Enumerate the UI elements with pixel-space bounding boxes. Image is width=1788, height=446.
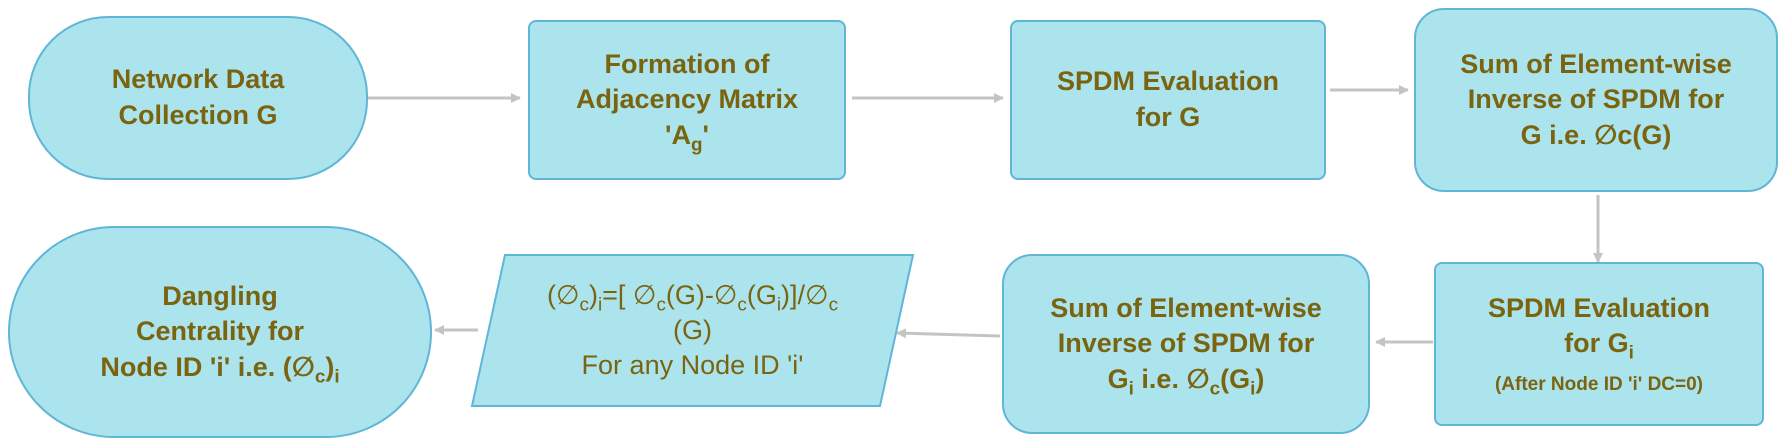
collection-line-2: Collection G: [118, 100, 278, 130]
spdm-gi-line-2: for Gi: [1564, 328, 1634, 365]
arrow-sum-gi-to-formula: [896, 328, 1001, 339]
adjacency-line-1: Formation of: [604, 48, 770, 79]
adjacency-matrix-node: Formation of Adjacency Matrix 'Ag': [528, 20, 846, 180]
formula-line-2: (G): [673, 314, 712, 345]
sum-gi-line-3: Gi i.e. ∅c(Gi): [1107, 363, 1265, 400]
formula-line-3: For any Node ID 'i': [581, 350, 804, 381]
spdm-gi-line-1: SPDM Evaluation: [1487, 292, 1711, 323]
collection-line-1: Network Data: [111, 64, 285, 95]
spdm-g-line-1: SPDM Evaluation: [1056, 66, 1280, 97]
dangling-line-2: Centrality for: [135, 316, 305, 347]
formula-line-1: (∅c)i=[ ∅c(G)-∅c(Gi)]/∅c: [546, 279, 839, 316]
sum-gi-line-1: Sum of Element-wise: [1050, 292, 1322, 323]
sum-g-line-1: Sum of Element-wise: [1460, 48, 1732, 79]
dangling-line-3: Node ID 'i' i.e. (∅c)i: [100, 351, 340, 388]
spdm-evaluation-g-node: SPDM Evaluation for G: [1010, 20, 1326, 180]
spdm-evaluation-gi-node: SPDM Evaluation for Gi (After Node ID 'i…: [1434, 262, 1764, 426]
spdm-gi-note: (After Node ID 'i' DC=0): [1494, 374, 1704, 396]
parallelogram-shape: [470, 254, 915, 407]
formula-parallelogram-node: (∅c)i=[ ∅c(G)-∅c(Gi)]/∅c (G) For any Nod…: [470, 253, 915, 408]
sum-inverse-spdm-g-node: Sum of Element-wise Inverse of SPDM for …: [1414, 8, 1778, 192]
sum-inverse-spdm-gi-node: Sum of Element-wise Inverse of SPDM for …: [1002, 254, 1370, 434]
dangling-centrality-node: Dangling Centrality for Node ID 'i' i.e.…: [8, 226, 432, 438]
network-data-collection-node: Network Data Collection G: [28, 16, 368, 180]
adjacency-line-3: 'Ag': [665, 119, 709, 156]
sum-g-line-3: G i.e. ∅c(G): [1520, 119, 1672, 150]
sum-g-line-2: Inverse of SPDM for: [1467, 84, 1725, 115]
adjacency-line-2: Adjacency Matrix: [575, 84, 799, 115]
formula-text: (∅c)i=[ ∅c(G)-∅c(Gi)]/∅c (G) For any Nod…: [470, 253, 915, 408]
dangling-line-1: Dangling: [162, 280, 278, 311]
sum-gi-line-2: Inverse of SPDM for: [1057, 328, 1315, 359]
spdm-g-line-2: for G: [1135, 102, 1201, 132]
